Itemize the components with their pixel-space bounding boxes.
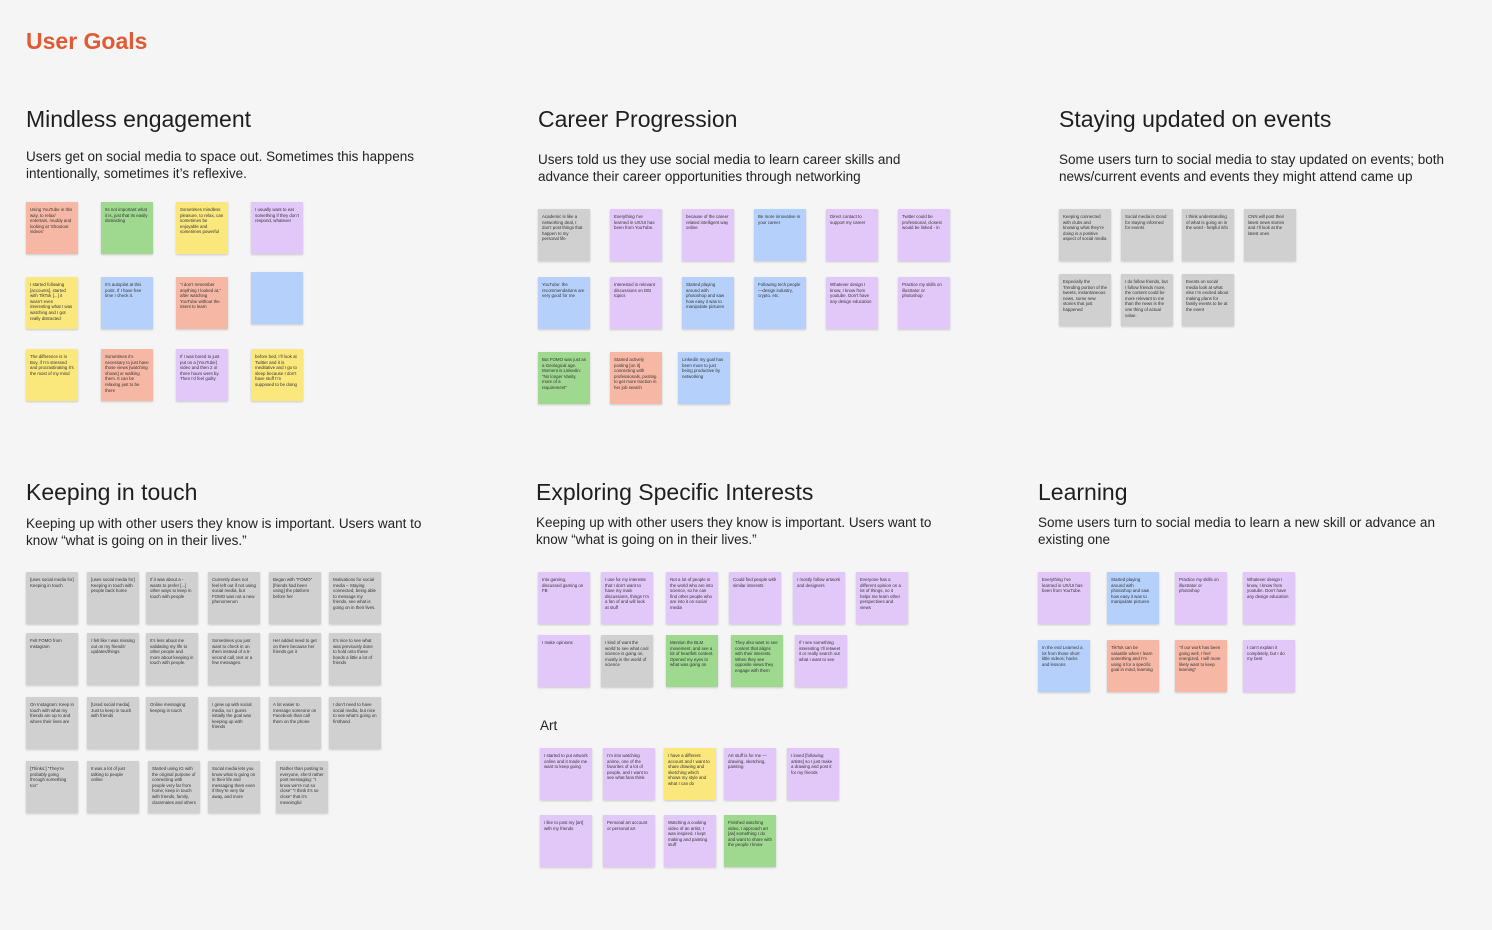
sticky-note-touch[interactable]: Her added need to get on there because h… (269, 633, 321, 685)
sticky-note-touch[interactable]: Online messaging: keeping in touch (146, 697, 198, 749)
sticky-note-mindless[interactable]: Its not important what it is, just that … (101, 202, 153, 254)
sticky-note-touch[interactable]: Started using IG with the original purpo… (148, 761, 200, 813)
sticky-note-art[interactable]: Finished watching video, I approach art … (724, 815, 776, 867)
sticky-note-touch[interactable]: [uses social media for] Keeping in touch (26, 572, 78, 624)
sticky-note-touch[interactable]: Motivations for social media – Staying c… (329, 572, 381, 624)
sticky-note-touch[interactable]: [Used social media]. Just to keep in tou… (87, 697, 139, 749)
cluster-title-interests: Exploring Specific Interests (536, 479, 814, 505)
cluster-desc-mindless: Users get on social media to space out. … (26, 149, 414, 181)
sticky-note-career[interactable]: But FOMO was just as a Geological age. M… (538, 352, 590, 404)
sticky-note-learning[interactable]: Everything I’ve learned in UX/UI has bee… (1038, 572, 1090, 624)
sticky-note-art[interactable]: I have a different account and I want to… (664, 748, 716, 800)
sticky-note-career[interactable]: because of the career related intelligen… (682, 209, 734, 261)
sticky-note-learning[interactable]: In the end Learned a lot from those shor… (1038, 640, 1090, 692)
sticky-note-touch[interactable]: Sometimes you just want to check in on t… (208, 633, 260, 685)
sticky-note-art[interactable]: Art stuff is for me — drawing, sketching… (724, 748, 776, 800)
sticky-note-career[interactable]: Academic is like a networking deal, I do… (538, 209, 590, 261)
sticky-note-interests[interactable]: I make opinions (538, 635, 590, 687)
sticky-note-interests[interactable]: I mostly follow artwork and designers (793, 572, 845, 624)
sticky-note-touch[interactable]: It’s less about me validating my life to… (146, 633, 198, 685)
sticky-note-art[interactable]: Personal art account or personal art (603, 815, 655, 867)
sticky-note-mindless[interactable] (251, 272, 303, 324)
cluster-title-touch: Keeping in touch (26, 479, 198, 505)
sticky-note-learning[interactable]: I can’t explain it completely, but I do … (1243, 640, 1295, 692)
sticky-note-mindless[interactable]: If I was bored to just put on a [YouTube… (176, 349, 228, 401)
cluster-desc-events: Some users turn to social media to stay … (1059, 152, 1444, 184)
sticky-note-interests[interactable]: Everyone has a different opinion on a lo… (856, 572, 908, 624)
sticky-note-career[interactable]: Everything I’ve learned in UX/UI has bee… (610, 209, 662, 261)
sticky-note-interests[interactable]: Could find people with similar interests (729, 572, 781, 624)
sticky-note-mindless[interactable]: I usually want to eat something if they … (251, 202, 303, 254)
sticky-note-learning[interactable]: Started playing around with photoshop an… (1107, 572, 1159, 624)
sticky-note-learning[interactable]: “If our work has been going well, I feel… (1175, 640, 1227, 692)
sticky-note-interests[interactable]: I use for my interests that I don’t want… (601, 572, 653, 624)
sticky-note-mindless[interactable]: I started following [accounts], started … (26, 277, 78, 329)
sticky-note-art[interactable]: I started to put artwork online and it m… (540, 748, 592, 800)
sticky-note-touch[interactable]: [uses social media for] Keeping in touch… (87, 572, 139, 624)
sticky-note-interests[interactable]: I kind of want the world to see what coo… (601, 635, 653, 687)
board-title: User Goals (26, 28, 148, 54)
sticky-note-interests[interactable]: Not a lot of people in the world who are… (666, 572, 718, 624)
cluster-desc-interests: Keeping up with other users they know is… (536, 515, 932, 547)
sticky-note-mindless[interactable]: It’s autopilot at this point. If I have … (101, 277, 153, 329)
cluster-title-career: Career Progression (538, 106, 738, 132)
sticky-note-mindless[interactable]: “I don’t remember anything I looked at,”… (176, 277, 228, 329)
sticky-note-touch[interactable]: It’s nice to see what was previously don… (329, 633, 381, 685)
sticky-note-art[interactable]: I like to post my [art] with my friends (540, 815, 592, 867)
sticky-note-career[interactable]: Linkedin my goal has been more to just b… (678, 352, 730, 404)
art-subheading: Art (540, 718, 558, 733)
sticky-note-art[interactable]: I loved [following artists] so I just ma… (787, 748, 839, 800)
sticky-note-mindless[interactable]: The difference is in Boy, if I’m stresse… (26, 349, 78, 401)
sticky-note-touch[interactable]: If it was about a - wants to prefer [...… (146, 572, 198, 624)
sticky-note-learning[interactable]: Practice my skills on illustrator or pho… (1175, 572, 1227, 624)
sticky-note-career[interactable]: Interested in relevant discussions on DE… (610, 277, 662, 329)
sticky-note-career[interactable]: Direct contact to support my career (826, 209, 878, 261)
sticky-note-career[interactable]: Started playing around with photoshop an… (682, 277, 734, 329)
sticky-note-events[interactable]: Especially the Trending portion of the t… (1059, 274, 1111, 326)
sticky-note-touch[interactable]: Social media lets you know what is going… (208, 761, 260, 813)
sticky-note-touch[interactable]: [Thinks:] “They’re probably going throug… (26, 761, 78, 813)
cluster-desc-learning: Some users turn to social media to learn… (1038, 515, 1435, 547)
sticky-note-touch[interactable]: Felt FOMO from Instagram (26, 633, 78, 685)
sticky-note-interests[interactable]: Into gaming, discussed gaming on FB (538, 572, 590, 624)
cluster-title-learning: Learning (1038, 479, 1128, 505)
sticky-note-career[interactable]: Following tech people—design industry, c… (754, 277, 806, 329)
sticky-note-events[interactable]: Events on social media look at what else… (1182, 274, 1234, 326)
sticky-note-learning[interactable]: TikTok can be valuable when I learn some… (1107, 640, 1159, 692)
sticky-note-touch[interactable]: Began with “FOMO” [friends had been usin… (269, 572, 321, 624)
sticky-note-career[interactable]: Twitter could be professional, closest w… (898, 209, 950, 261)
sticky-note-learning[interactable]: Whatever design I know, I know from yout… (1243, 572, 1295, 624)
sticky-note-touch[interactable]: I grew up with social media, so I guess … (208, 697, 260, 749)
sticky-note-touch[interactable]: Rather than posting to everyone, she’d r… (276, 761, 328, 813)
sticky-note-touch[interactable]: I felt like I was missing out on my frie… (87, 633, 139, 685)
sticky-note-mindless[interactable]: Sometimes it’s necessary to just have th… (101, 349, 153, 401)
sticky-note-touch[interactable]: I don’t need to have social media, but n… (329, 697, 381, 749)
cluster-desc-touch: Keeping up with other users they know is… (26, 516, 422, 548)
sticky-note-touch[interactable]: A lot easier to message someone on Faceb… (269, 697, 321, 749)
sticky-note-touch[interactable]: On Instagram: Keep in touch with what my… (26, 697, 78, 749)
sticky-note-events[interactable]: Social media is Good for staying informe… (1121, 209, 1173, 261)
cluster-title-events: Staying updated on events (1059, 106, 1332, 132)
sticky-note-touch[interactable]: Currently does not feel left out if not … (208, 572, 260, 624)
cluster-desc-career: Users told us they use social media to l… (538, 152, 901, 184)
sticky-note-career[interactable]: YouTube: the recommendations are very go… (538, 277, 590, 329)
sticky-note-events[interactable]: I think understanding of what is going o… (1182, 209, 1234, 261)
sticky-note-interests[interactable]: If I see something interesting I’ll retw… (795, 635, 847, 687)
sticky-note-touch[interactable]: It was a lot of just talking to people o… (87, 761, 139, 813)
sticky-note-interests[interactable]: They also want to see content that align… (731, 635, 783, 687)
sticky-note-art[interactable]: I’m into watching anime, one of the favo… (603, 748, 655, 800)
cluster-title-mindless: Mindless engagement (26, 106, 252, 132)
sticky-note-events[interactable]: Keeping connected with clubs and knowing… (1059, 209, 1111, 261)
sticky-note-mindless[interactable]: Using YouTube in this way, to relax/ ent… (26, 202, 78, 254)
sticky-note-interests[interactable]: Mention the BLM movement, and see a lot … (666, 635, 718, 687)
sticky-note-career[interactable]: Practice my skills on illustrator or pho… (898, 277, 950, 329)
sticky-note-career[interactable]: Be more innovative in your career (754, 209, 806, 261)
sticky-note-events[interactable]: CNN will post their latest news stories … (1244, 209, 1296, 261)
sticky-note-career[interactable]: Whatever design I know, I know from yout… (826, 277, 878, 329)
sticky-note-art[interactable]: Watching a cooking video of an artist, I… (664, 815, 716, 867)
sticky-note-career[interactable]: Started actively posting [on it] connect… (610, 352, 662, 404)
sticky-note-mindless[interactable]: Sometimes mindless pleasure, to relax, c… (176, 202, 228, 254)
sticky-note-mindless[interactable]: before bed, I’ll look at Twitter and it … (251, 349, 303, 401)
sticky-note-events[interactable]: I do follow friends, but I follow friend… (1121, 274, 1173, 326)
